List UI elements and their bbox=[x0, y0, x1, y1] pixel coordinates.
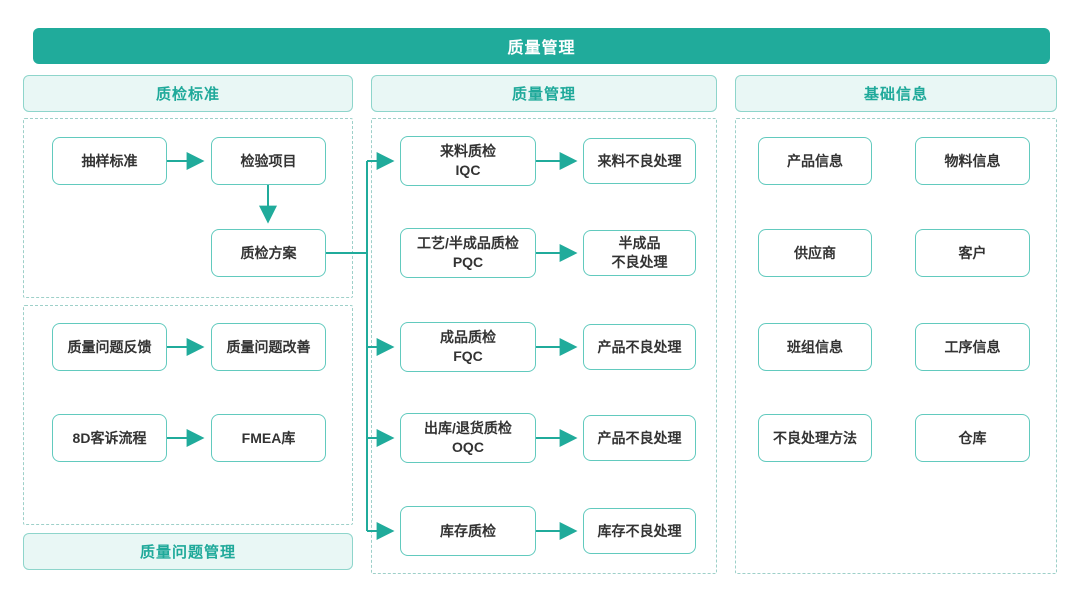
node-8d-complaint-process: 8D客诉流程 bbox=[52, 414, 167, 462]
node-inspection-plan: 质检方案 bbox=[211, 229, 326, 277]
node-iqc-incoming-inspection: 来料质检 IQC bbox=[400, 136, 536, 186]
node-incoming-defect-handling: 来料不良处理 bbox=[583, 138, 696, 184]
node-customer: 客户 bbox=[915, 229, 1030, 277]
section-header-quality-management: 质量管理 bbox=[371, 75, 717, 112]
section-header-inspection-standards: 质检标准 bbox=[23, 75, 353, 112]
node-defect-handling-method: 不良处理方法 bbox=[758, 414, 872, 462]
node-product-defect-handling-oqc: 产品不良处理 bbox=[583, 415, 696, 461]
group-inspection-standards bbox=[23, 118, 353, 298]
node-material-info: 物料信息 bbox=[915, 137, 1030, 185]
node-supplier: 供应商 bbox=[758, 229, 872, 277]
node-stock-inspection: 库存质检 bbox=[400, 506, 536, 556]
node-stock-defect-handling: 库存不良处理 bbox=[583, 508, 696, 554]
node-process-step-info: 工序信息 bbox=[915, 323, 1030, 371]
node-issue-improvement: 质量问题改善 bbox=[211, 323, 326, 371]
page-title: 质量管理 bbox=[33, 28, 1050, 64]
node-pqc-process-inspection: 工艺/半成品质检 PQC bbox=[400, 228, 536, 278]
node-team-info: 班组信息 bbox=[758, 323, 872, 371]
group-basic-info bbox=[735, 118, 1057, 574]
node-product-defect-handling-fqc: 产品不良处理 bbox=[583, 324, 696, 370]
section-header-quality-issue-management: 质量问题管理 bbox=[23, 533, 353, 570]
node-issue-feedback: 质量问题反馈 bbox=[52, 323, 167, 371]
node-inspection-item: 检验项目 bbox=[211, 137, 326, 185]
node-semifinished-defect-handling: 半成品 不良处理 bbox=[583, 230, 696, 276]
node-fmea-library: FMEA库 bbox=[211, 414, 326, 462]
node-sampling-standard: 抽样标准 bbox=[52, 137, 167, 185]
node-product-info: 产品信息 bbox=[758, 137, 872, 185]
group-quality-issues bbox=[23, 305, 353, 525]
node-fqc-final-inspection: 成品质检 FQC bbox=[400, 322, 536, 372]
node-oqc-outgoing-inspection: 出库/退货质检 OQC bbox=[400, 413, 536, 463]
node-warehouse: 仓库 bbox=[915, 414, 1030, 462]
section-header-basic-info: 基础信息 bbox=[735, 75, 1057, 112]
